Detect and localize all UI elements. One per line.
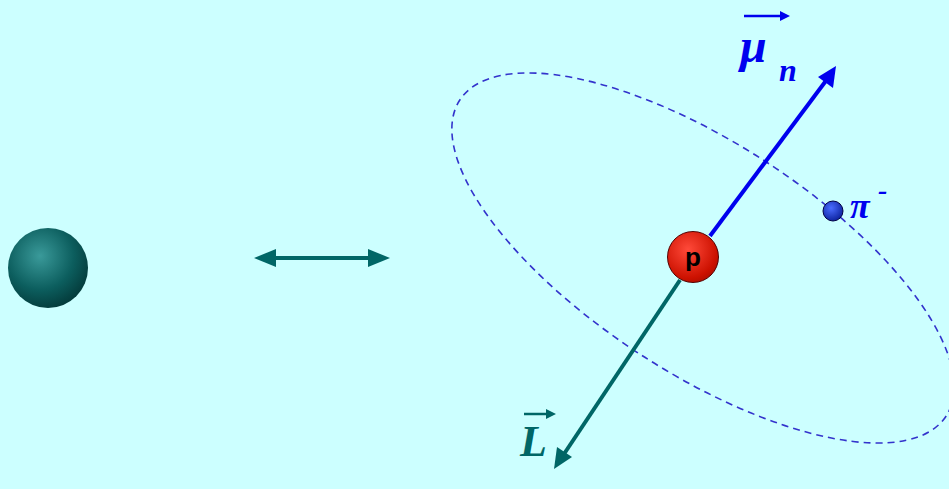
magnetic-moment-arrow	[710, 66, 836, 236]
vector-arrow-mu	[744, 11, 790, 21]
subscript: n	[779, 54, 797, 86]
angular-momentum-arrow	[554, 280, 680, 469]
neutron-sphere	[8, 228, 88, 308]
proton-circle: p	[667, 231, 719, 283]
vector-arrow-l	[524, 409, 556, 419]
equivalence-arrow	[254, 249, 390, 267]
particle-label: p	[685, 244, 701, 270]
orbit-ellipse	[397, 4, 949, 489]
pion-dot	[823, 201, 843, 221]
pion-symbol: π	[850, 188, 870, 224]
angular-momentum-symbol: L	[520, 420, 547, 464]
magnetic-moment-symbol: μ	[740, 22, 767, 70]
superscript: -	[878, 176, 887, 204]
